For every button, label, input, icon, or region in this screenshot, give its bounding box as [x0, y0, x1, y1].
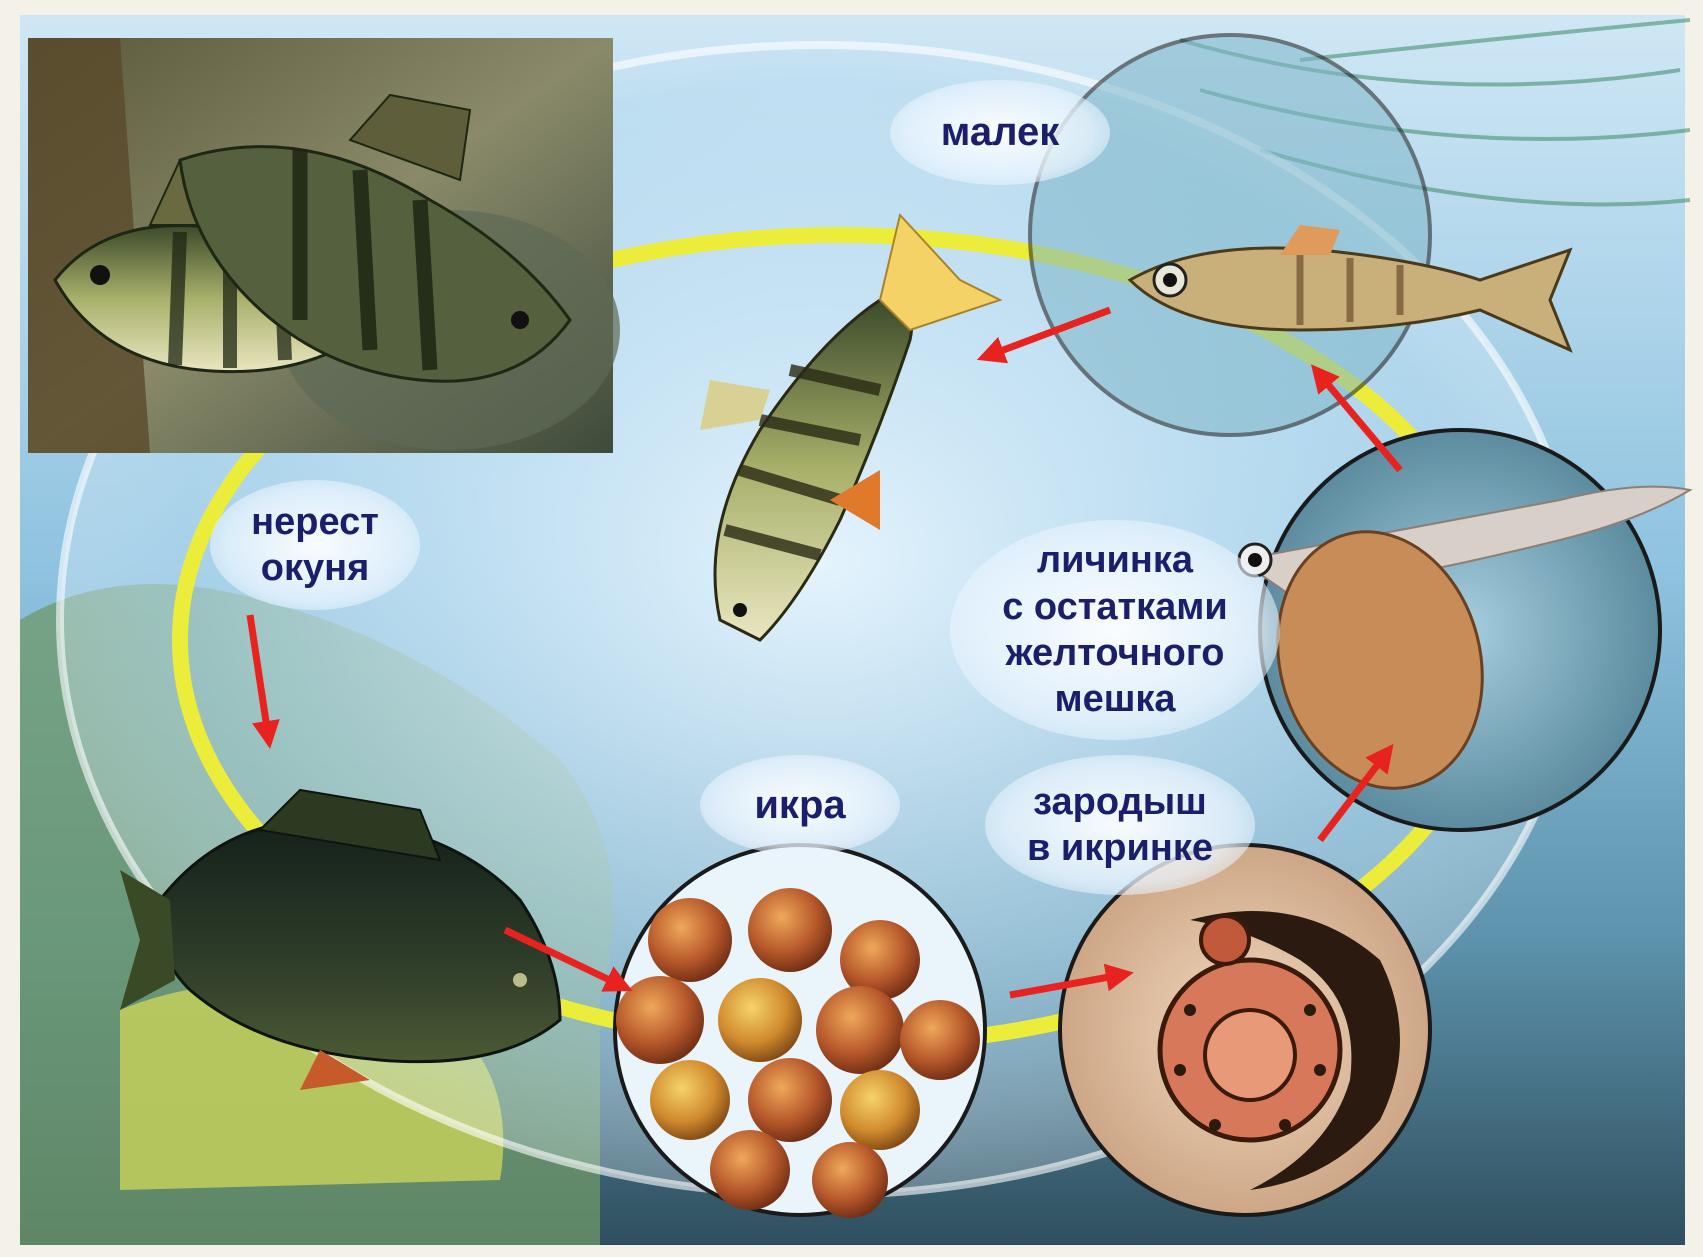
- label-embryo-line-2: в икринке: [1027, 825, 1213, 871]
- label-embryo: зародыш в икринке: [985, 755, 1255, 895]
- roe-circle: [615, 845, 985, 1218]
- label-larva-line-4: мешка: [1002, 676, 1228, 722]
- adult-perch-photo: [28, 38, 620, 453]
- label-fry: малек: [890, 80, 1110, 185]
- label-roe: икра: [700, 755, 900, 855]
- label-larva-line-3: желточного: [1002, 630, 1228, 676]
- label-larva-line-2: с остатками: [1002, 584, 1228, 630]
- label-embryo-line-1: зародыш: [1027, 779, 1213, 825]
- label-spawning: нерест окуня: [210, 480, 420, 610]
- embryo-circle: [1060, 845, 1430, 1215]
- label-spawning-line-2: окуня: [251, 545, 379, 591]
- label-fry-text: малек: [941, 108, 1059, 157]
- label-roe-text: икра: [754, 781, 845, 830]
- label-larva-line-1: личинка: [1002, 537, 1228, 583]
- label-spawning-line-1: нерест: [251, 499, 379, 545]
- label-larva: личинка с остатками желточного мешка: [950, 520, 1280, 740]
